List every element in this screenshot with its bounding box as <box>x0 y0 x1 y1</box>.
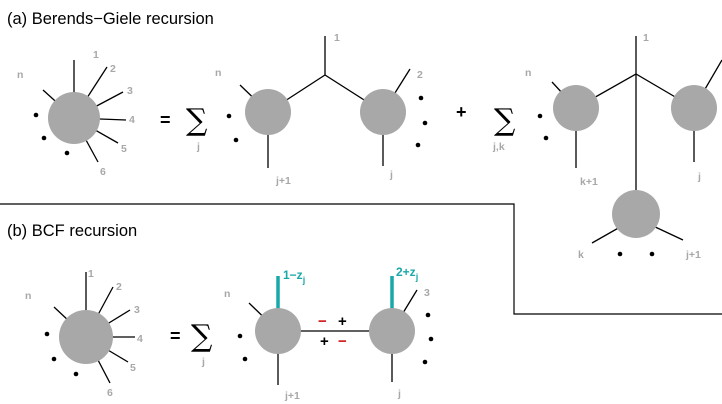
leg-label-3: 3 <box>424 287 430 299</box>
leg-label-j: j <box>397 388 401 400</box>
ellipsis-dot <box>418 95 424 101</box>
leg-label-3: 3 <box>127 85 133 97</box>
sigma-sign: ∑ <box>191 319 213 354</box>
helicity-plus-top: + <box>338 313 347 330</box>
sum-index-j: j <box>201 356 205 368</box>
leg-label-n: n <box>17 69 23 81</box>
helicity-minus-top: − <box>318 313 327 330</box>
leg-label-n: n <box>525 67 531 79</box>
caption-berends-giele: (a) Berends−Giele recursion <box>7 10 214 28</box>
leg-label-1: 1 <box>643 32 649 44</box>
ellipsis-dot <box>51 356 57 362</box>
helicity-minus-bottom: − <box>338 333 347 350</box>
equals-sign: = <box>160 110 171 130</box>
ellipsis-dot <box>537 113 543 119</box>
blob-circle <box>59 310 113 364</box>
ellipsis-dot <box>226 113 232 119</box>
blob-circle <box>671 85 717 131</box>
ellipsis-dot <box>237 333 243 339</box>
leg-label-6: 6 <box>100 166 106 178</box>
shifted-label-1: 1−zj <box>283 268 305 285</box>
ellipsis-dot <box>41 135 47 141</box>
blob-circle <box>360 89 406 135</box>
ellipsis-dot <box>415 142 421 148</box>
leg-label-4: 4 <box>137 333 143 345</box>
leg-label-n: n <box>215 67 221 79</box>
helicity-plus-bottom: + <box>320 333 329 350</box>
leg-label-6: 6 <box>107 387 113 399</box>
leg-label-4: 4 <box>129 114 135 126</box>
leg-label-j: j <box>697 171 701 183</box>
ellipsis-dot <box>425 312 431 318</box>
ellipsis-dot <box>73 371 79 377</box>
leg-label-1: 1 <box>93 49 99 61</box>
leg-label-2: 2 <box>417 69 423 81</box>
sigma-sign: ∑ <box>186 103 208 138</box>
blob-circle <box>369 308 415 354</box>
ellipsis-dot <box>44 331 50 337</box>
leg-label-j-plus-1: j+1 <box>284 390 300 402</box>
blob-circle <box>612 190 660 238</box>
blob-circle <box>48 92 100 144</box>
leg-label-n: n <box>25 290 31 302</box>
leg-label-5: 5 <box>130 362 136 374</box>
caption-bcf: (b) BCF recursion <box>7 222 137 240</box>
leg-label-5: 5 <box>121 143 127 155</box>
equals-sign: = <box>170 326 181 346</box>
leg-label-1: 1 <box>88 268 94 280</box>
ellipsis-dot <box>33 112 39 118</box>
blob-circle <box>553 85 599 131</box>
sum-index-jk: j,k <box>492 141 505 153</box>
leg-label-3: 3 <box>134 304 140 316</box>
ellipsis-dot <box>543 135 549 141</box>
leg-label-j-plus-1: j+1 <box>685 249 701 261</box>
ellipsis-dot <box>64 150 70 156</box>
leg-label-2: 2 <box>110 63 116 75</box>
sum-index-j: j <box>196 141 200 153</box>
section-divider <box>0 203 722 315</box>
ellipsis-dot <box>649 251 655 257</box>
ellipsis-dot <box>422 120 428 126</box>
leg-label-j: j <box>389 169 393 181</box>
leg-label-k: k <box>578 249 584 261</box>
ellipsis-dot <box>242 356 248 362</box>
leg-label-1: 1 <box>334 32 340 44</box>
blob-circle <box>245 89 291 135</box>
ellipsis-dot <box>617 251 623 257</box>
plus-sign: + <box>456 102 467 122</box>
leg-label-2: 2 <box>116 281 122 293</box>
ellipsis-dot <box>428 336 434 342</box>
shifted-label-2: 2+zj <box>396 265 418 282</box>
leg-label-n: n <box>224 288 230 300</box>
blob-circle <box>255 308 301 354</box>
leg-label-k-plus-1: k+1 <box>580 176 598 188</box>
ellipsis-dot <box>422 359 428 365</box>
ellipsis-dot <box>233 137 239 143</box>
leg-label-j-plus-1: j+1 <box>275 175 291 187</box>
sigma-sign: ∑ <box>494 103 516 138</box>
